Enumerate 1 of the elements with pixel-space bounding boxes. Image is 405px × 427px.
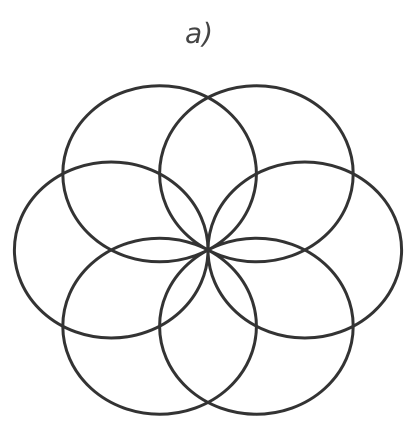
panel-label: a) [185, 20, 214, 48]
